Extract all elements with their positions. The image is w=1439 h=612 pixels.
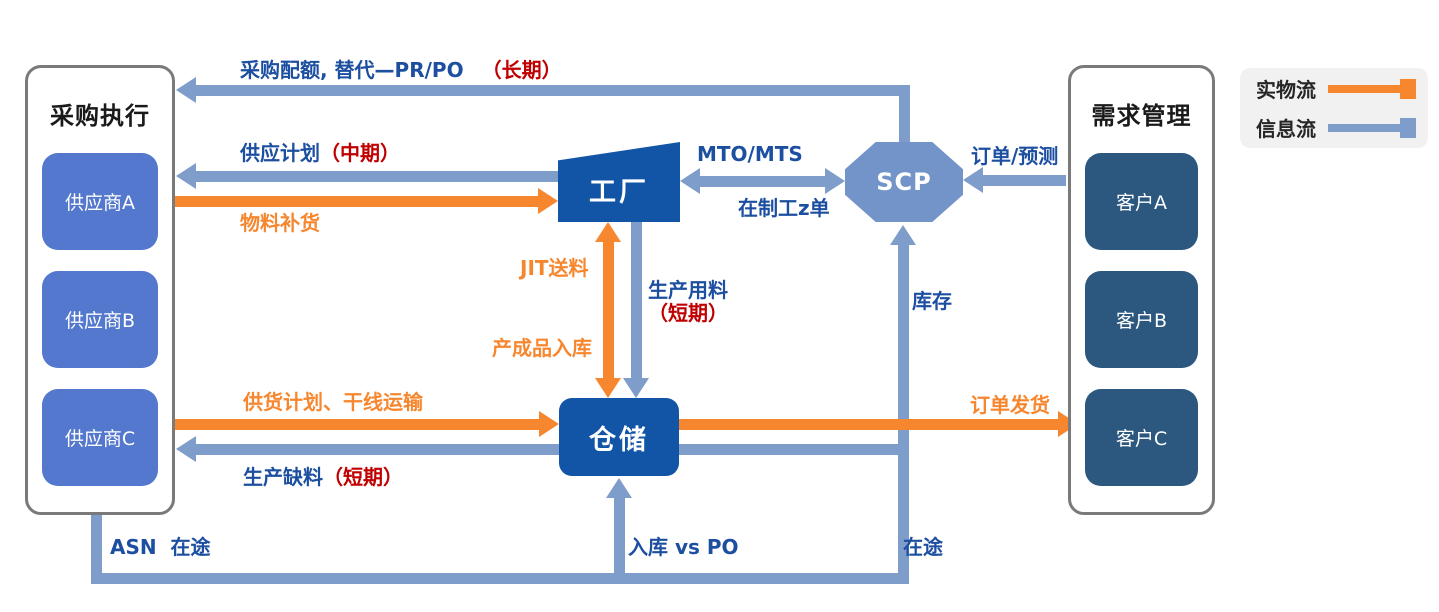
customer-b-label: 客户B xyxy=(1115,310,1168,332)
order-shipping-label: 订单发货 xyxy=(970,393,1050,417)
procurement-panel-title: 采购执行 xyxy=(50,102,150,130)
mto-mts-arrowhead-left-icon xyxy=(680,168,700,194)
mto-mts-label: MTO/MTS xyxy=(697,142,803,166)
supply-plan-label: 供应计划（中期） xyxy=(240,142,400,165)
supplier-a-box: 供应商A xyxy=(42,153,158,250)
production-shortage-label: 生产缺料（短期） xyxy=(243,466,403,489)
finished-goods-arrowhead-down-icon xyxy=(595,378,621,398)
quota-label-term: （长期） xyxy=(481,58,562,82)
delivery-plan-arrow-line xyxy=(168,419,539,430)
order-forecast-label: 订单/预测 xyxy=(971,144,1059,168)
demand-panel-title: 需求管理 xyxy=(1091,102,1192,130)
customer-c-box: 客户C xyxy=(1085,389,1198,486)
supplier-c-box: 供应商C xyxy=(42,389,158,486)
production-material-arrow-line xyxy=(631,222,642,378)
production-material-label-term: （短期） xyxy=(648,301,728,325)
customer-a-label: 客户A xyxy=(1116,192,1167,214)
order-shipping-arrow-line xyxy=(679,419,1058,430)
production-material-label: 生产用料（短期） xyxy=(648,279,728,325)
inbound-vs-po-arrow-line xyxy=(614,498,625,573)
delivery-plan-label: 供货计划、干线运输 xyxy=(243,390,423,414)
production-shortage-arrowhead-left-icon xyxy=(176,436,196,462)
order-forecast-arrowhead-left-icon xyxy=(963,167,983,193)
order-forecast-arrow-line xyxy=(983,175,1066,186)
customer-b-box: 客户B xyxy=(1085,271,1198,368)
jit-finished-goods-arrow-line xyxy=(603,240,614,378)
supplier-a-label: 供应商A xyxy=(65,192,135,214)
info-flow-label: 信息流 xyxy=(1256,117,1316,141)
quota-arrowhead-left-icon xyxy=(176,77,196,103)
legend-row-physical: 实物流 xyxy=(1256,74,1416,103)
quota-arrow-vertical-segment xyxy=(899,85,910,145)
physical-flow-arrow-icon xyxy=(1328,78,1416,99)
supplier-c-label: 供应商C xyxy=(64,428,136,450)
demand-panel: 需求管理 客户A 客户B 客户C xyxy=(1068,65,1215,515)
info-flow-arrow-bar xyxy=(1328,123,1400,132)
inbound-vs-po-arrowhead-up-icon xyxy=(606,478,632,498)
mto-mts-arrowhead-right-icon xyxy=(825,168,845,194)
mto-mts-arrow-line xyxy=(698,176,827,187)
supplier-b-box: 供应商B xyxy=(42,271,158,368)
inbound-vs-po-label: 入库 vs PO xyxy=(628,535,739,559)
physical-flow-label: 实物流 xyxy=(1256,78,1316,102)
production-material-label-text: 生产用料 xyxy=(648,278,728,302)
info-flow-arrow-icon xyxy=(1328,117,1416,138)
asn-bottom-horizontal-line xyxy=(91,573,909,584)
supply-plan-label-term: （中期） xyxy=(320,141,400,165)
finished-goods-inbound-label: 产成品入库 xyxy=(492,336,592,360)
customer-a-box: 客户A xyxy=(1085,153,1198,250)
warehouse-node: 仓储 xyxy=(559,398,679,476)
procurement-panel: 采购执行 供应商A 供应商B 供应商C xyxy=(25,65,175,515)
legend: 实物流 信息流 xyxy=(1240,68,1428,148)
customer-c-label: 客户C xyxy=(1115,428,1168,450)
supply-plan-arrowhead-left-icon xyxy=(176,163,196,189)
jit-arrowhead-up-icon xyxy=(595,222,621,242)
production-shortage-label-text: 生产缺料 xyxy=(243,465,323,489)
production-shortage-label-term: （短期） xyxy=(323,465,403,489)
physical-flow-arrow-tip xyxy=(1400,78,1416,99)
production-material-arrowhead-down-icon xyxy=(623,378,649,398)
physical-flow-arrow-bar xyxy=(1328,84,1400,93)
scp-node: SCP xyxy=(845,142,963,222)
supply-plan-label-text: 供应计划 xyxy=(240,141,320,165)
delivery-plan-arrowhead-right-icon xyxy=(539,411,559,437)
supplier-b-label: 供应商B xyxy=(64,310,136,332)
jit-delivery-label: JIT送料 xyxy=(520,256,589,280)
info-flow-arrow-tip xyxy=(1400,117,1416,138)
quota-label: 采购配额, 替代—PR/PO （长期） xyxy=(240,59,562,82)
quota-arrow-horizontal-segment xyxy=(196,85,910,96)
asn-transit-label: ASN 在途 xyxy=(110,535,211,559)
in-transit-label: 在途 xyxy=(903,535,943,559)
supply-plan-arrow-line xyxy=(196,171,558,182)
material-replenishment-arrow-line xyxy=(168,196,538,207)
material-replenishment-label: 物料补货 xyxy=(240,211,320,235)
wip-order-label: 在制工z单 xyxy=(738,196,830,220)
inventory-label: 库存 xyxy=(912,289,952,313)
factory-node: 工厂 xyxy=(558,142,680,222)
warehouse-to-scp-line xyxy=(679,444,909,455)
asn-vertical-segment xyxy=(91,513,102,584)
inventory-arrow-line xyxy=(898,245,909,584)
material-replenishment-arrowhead-right-icon xyxy=(538,188,558,214)
legend-row-info: 信息流 xyxy=(1256,113,1416,142)
inventory-arrowhead-up-icon xyxy=(890,225,916,245)
quota-label-text: 采购配额, 替代—PR/PO xyxy=(240,58,464,82)
production-shortage-arrow-line xyxy=(196,444,559,455)
